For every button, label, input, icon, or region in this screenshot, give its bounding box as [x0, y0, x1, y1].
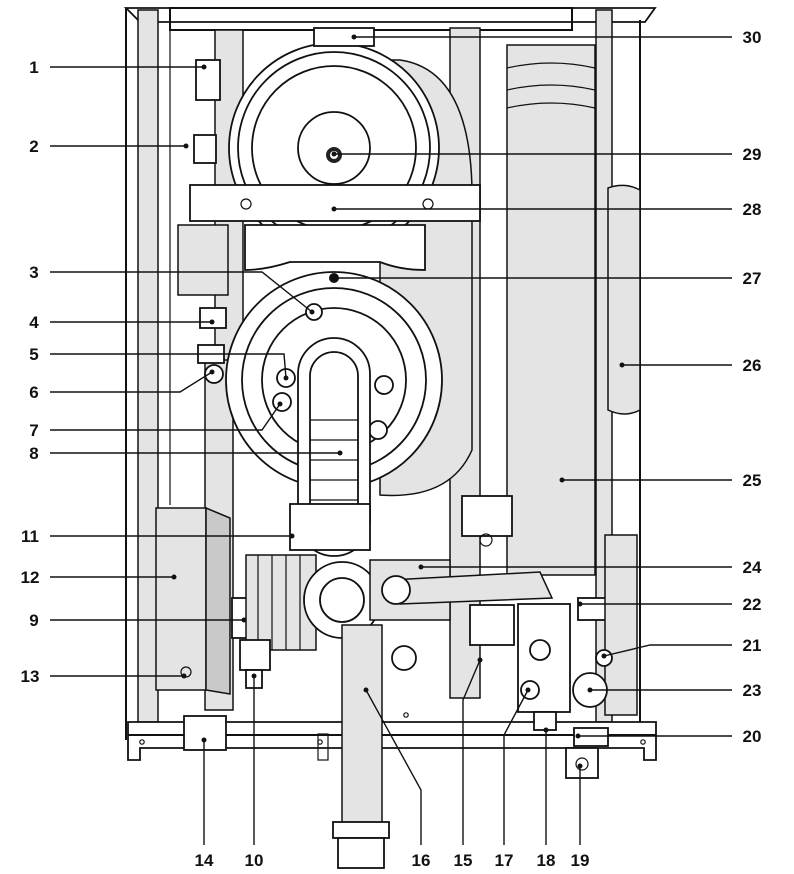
expansion-vessel [607, 184, 641, 415]
callout-25: 25 [743, 471, 762, 490]
callout-17: 17 [495, 851, 514, 870]
right-components [183, 534, 638, 779]
callout-21: 21 [743, 636, 762, 655]
condensate-drain [332, 624, 417, 869]
callout-labels: 1 2 3 4 5 6 7 8 11 12 9 13 30 29 28 27 2… [21, 28, 762, 870]
callout-22: 22 [743, 595, 762, 614]
callout-6: 6 [29, 383, 38, 402]
boiler-casing [123, 7, 657, 761]
pump-assembly [231, 503, 381, 689]
callout-30: 30 [743, 28, 762, 47]
callout-15: 15 [454, 851, 473, 870]
callout-26: 26 [743, 356, 762, 375]
callout-4: 4 [29, 313, 39, 332]
callout-10: 10 [245, 851, 264, 870]
control-box [155, 506, 231, 695]
callout-14: 14 [195, 851, 214, 870]
callout-7: 7 [29, 421, 38, 440]
burner-assembly [225, 224, 443, 557]
flue-duct [506, 44, 596, 576]
callout-13: 13 [21, 667, 40, 686]
callout-11: 11 [21, 527, 39, 546]
callout-28: 28 [743, 200, 762, 219]
callout-18: 18 [537, 851, 556, 870]
gas-pipework [369, 495, 571, 731]
callout-23: 23 [743, 681, 762, 700]
leader-lines [50, 34, 732, 845]
callout-19: 19 [571, 851, 590, 870]
callout-24: 24 [743, 558, 762, 577]
fan-assembly [189, 27, 481, 497]
callout-8: 8 [29, 444, 38, 463]
callout-2: 2 [29, 137, 38, 156]
callout-27: 27 [743, 269, 762, 288]
callout-1: 1 [29, 58, 38, 77]
callout-12: 12 [21, 568, 40, 587]
callout-20: 20 [743, 727, 762, 746]
callout-5: 5 [29, 345, 38, 364]
callout-29: 29 [743, 145, 762, 164]
callout-9: 9 [29, 611, 38, 630]
callout-3: 3 [29, 263, 38, 282]
callout-16: 16 [412, 851, 431, 870]
